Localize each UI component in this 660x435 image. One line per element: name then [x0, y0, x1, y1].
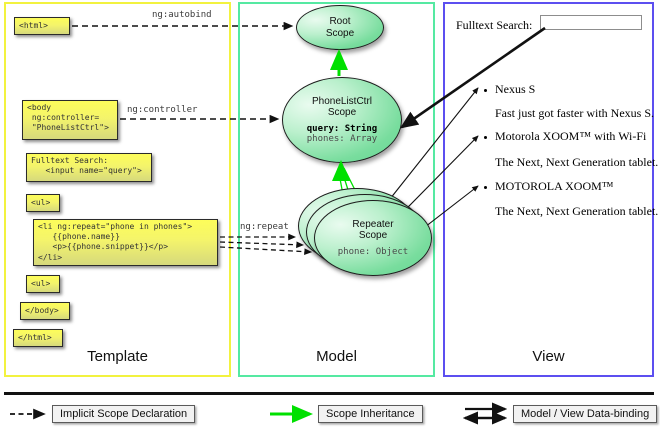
- scope-repeater-properties: phone: Object: [338, 247, 408, 257]
- view-search-input[interactable]: [540, 15, 642, 30]
- view-phone-snippet-1: The Next, Next Generation tablet.: [495, 155, 659, 169]
- code-box-body-open: <body ng:controller= "PhoneListCtrl">: [22, 100, 118, 140]
- connector-label-ng-repeat: ng:repeat: [240, 222, 289, 232]
- code-box-li-repeat: <li ng:repeat="phone in phones"> {{phone…: [33, 219, 218, 266]
- legend-divider: [4, 392, 654, 395]
- column-title-model: Model: [316, 348, 357, 365]
- scope-repeater-title-line1: Repeater: [352, 219, 394, 231]
- legend-item-implicit-scope-declaration: Implicit Scope Declaration: [52, 405, 196, 423]
- code-box-body-close: </body>: [20, 302, 70, 320]
- view-phone-snippet-0: Fast just got faster with Nexus S.: [495, 106, 654, 120]
- scope-property-query: query: String: [306, 123, 378, 134]
- scope-phonelistctrl-title-line2: Scope: [327, 107, 357, 119]
- code-box-html-close: </html>: [13, 329, 63, 347]
- scope-repeater: Repeater Scope phone: Object: [314, 200, 432, 276]
- view-phone-name-1: Motorola XOOM™ with Wi-Fi: [495, 129, 647, 143]
- view-phone-snippet-2: The Next, Next Generation tablet.: [495, 204, 659, 218]
- bullet-dot-2: [484, 186, 487, 189]
- code-box-ul-open: <ul>: [26, 194, 60, 212]
- legend-item-scope-inheritance: Scope Inheritance: [318, 405, 423, 423]
- column-title-view: View: [532, 348, 565, 365]
- scope-phonelistctrl-title-line1: PhoneListCtrl: [311, 96, 373, 108]
- scope-repeater-title-line2: Scope: [358, 230, 388, 242]
- view-search-label: Fulltext Search:: [456, 18, 533, 32]
- connector-label-ng-autobind: ng:autobind: [152, 10, 212, 20]
- column-template: Template: [4, 2, 231, 377]
- view-phone-name-2: MOTOROLA XOOM™: [495, 179, 614, 193]
- view-phone-name-0: Nexus S: [495, 82, 536, 96]
- scope-property-phones: phones: Array: [306, 133, 378, 144]
- bullet-dot-0: [484, 89, 487, 92]
- connector-label-ng-controller: ng:controller: [127, 105, 198, 115]
- scope-root-title-line1: Root: [329, 16, 351, 28]
- bullet-dot-1: [484, 136, 487, 139]
- column-title-template: Template: [87, 348, 148, 365]
- scope-root: Root Scope: [296, 5, 384, 50]
- legend-glyph-data-binding: [462, 402, 508, 425]
- scope-phonelistctrl: PhoneListCtrl Scope query: String phones…: [282, 77, 402, 163]
- legend-item-model-view-data-binding: Model / View Data-binding: [513, 405, 658, 423]
- code-box-fulltext-search: Fulltext Search: <input name="query">: [26, 153, 152, 182]
- scope-phonelistctrl-properties: query: String phones: Array: [307, 124, 377, 144]
- scope-property-phone: phone: Object: [337, 246, 409, 257]
- scope-root-title-line2: Scope: [325, 27, 355, 39]
- code-box-ul-close: <ul>: [26, 275, 60, 293]
- code-box-html-open: <html>: [14, 17, 70, 35]
